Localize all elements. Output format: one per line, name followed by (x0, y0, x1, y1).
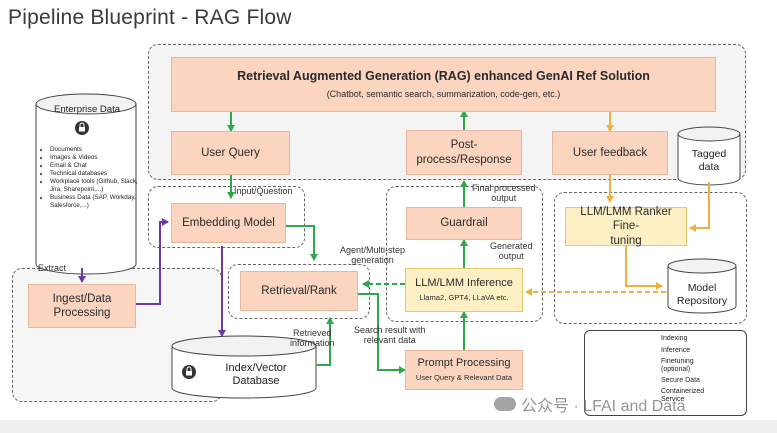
prompt-processing-sub: User Query & Relevant Data (415, 373, 513, 383)
embedding-model-label: Embedding Model (182, 216, 275, 229)
legend-containerized: Containerized Service (661, 388, 705, 403)
final-output-label: Final processed output (472, 183, 536, 204)
index-database-label: Index/Vector Database (225, 362, 287, 388)
search-result-label: Search result with relevant data (354, 325, 426, 346)
llm-inference-models: Llama2, GPT4, LLaVA etc. (419, 293, 509, 303)
enterprise-data-title: Enterprise Data (53, 104, 120, 115)
llm-inference-label: LLM/LMM Inference (415, 277, 513, 290)
extract-label: Extract (38, 263, 67, 273)
retrieval-rank-label: Retrieval/Rank (261, 284, 337, 297)
embedding-container (148, 186, 305, 248)
rag-solution-title: Retrieval Augmented Generation (RAG) enh… (237, 69, 650, 84)
tagged-data-label: Tagged data (691, 148, 727, 173)
lock-icon-enterprise (75, 121, 89, 135)
ingest-label-1: Ingest/Data (52, 292, 112, 305)
enterprise-item: Images & Videos (50, 154, 146, 162)
watermark-text: 公众号 · LFAI and Data (521, 398, 686, 415)
ranker-finetuning-box: LLM/LMM Ranker Fine- tuning (565, 205, 687, 247)
enterprise-data-list: Documents Images & Videos Email & Chat T… (42, 146, 146, 210)
rag-solution-box: Retrieval Augmented Generation (RAG) enh… (171, 57, 716, 112)
enterprise-item: Technical databases (50, 170, 146, 178)
post-process-label-1: Post- (450, 139, 478, 152)
prompt-processing-box: Prompt Processing User Query & Relevant … (405, 350, 523, 390)
enterprise-item: Email & Chat (50, 162, 146, 170)
user-feedback-label: User feedback (572, 146, 648, 159)
ingest-label-2: Processing (53, 307, 111, 319)
ranker-label-2: tuning (610, 234, 642, 247)
embedding-model-box: Embedding Model (171, 203, 286, 243)
guardrail-label: Guardrail (440, 217, 488, 230)
model-repository-label: Model Repository (676, 282, 728, 307)
llm-inference-box: LLM/LMM Inference Llama2, GPT4, LLaVA et… (405, 268, 523, 312)
enterprise-item: Documents (50, 146, 146, 154)
prompt-processing-label: Prompt Processing (417, 357, 511, 370)
legend (584, 330, 747, 416)
input-question-label: Input/Question (234, 186, 293, 196)
post-process-label-2: process/Response (416, 153, 512, 166)
bottom-bar (0, 420, 777, 433)
legend-inference: Inference (661, 347, 691, 354)
retrieved-info-label: Retrieved information (290, 328, 335, 349)
enterprise-item: Business Data (SAP, Workday, Salesforce,… (50, 194, 146, 210)
retrieval-rank-box: Retrieval/Rank (240, 271, 358, 311)
agent-generation-label: Agent/Multi-step generation (340, 245, 406, 266)
user-feedback-box: User feedback (552, 131, 668, 175)
enterprise-item: Workplace tools (Github, Slack, Jira, Sh… (50, 178, 146, 194)
wechat-icon (494, 397, 516, 411)
watermark: 公众号 · LFAI and Data (494, 392, 686, 416)
guardrail-box: Guardrail (406, 207, 522, 240)
legend-indexing: Indexing (661, 335, 688, 342)
finetuning-container (554, 192, 747, 324)
retrieval-container (228, 264, 370, 319)
ranker-label-1: LLM/LMM Ranker Fine- (580, 205, 672, 233)
legend-secure-data: Secure Data (661, 377, 700, 384)
user-query-label: User Query (201, 146, 260, 159)
post-process-box: Post- process/Response (406, 130, 522, 175)
generated-output-label: Generated output (490, 241, 533, 262)
rag-solution-subtitle: (Chatbot, semantic search, summarization… (326, 88, 561, 99)
ingest-processing-box: Ingest/Data Processing (28, 284, 136, 328)
user-query-box: User Query (171, 131, 290, 175)
legend-finetuning: Finetuning (optional) (661, 358, 694, 373)
page-title: Pipeline Blueprint - RAG Flow (8, 6, 292, 29)
